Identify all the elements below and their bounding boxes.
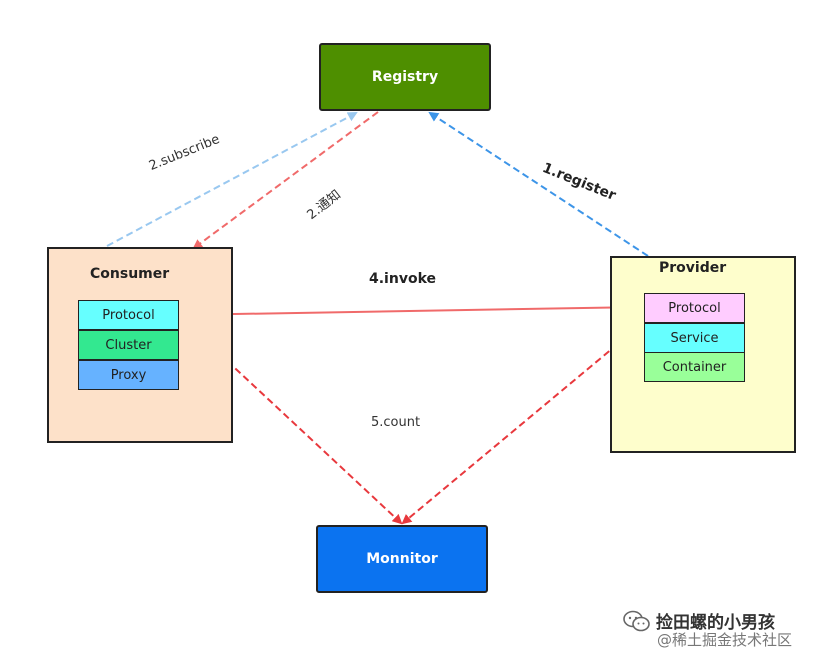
subscribe-arrow — [106, 112, 358, 247]
invoke-arrow — [178, 302, 643, 316]
count-arrow-provider — [401, 322, 644, 525]
registry-node: Registry — [319, 43, 491, 111]
watermark-author: 捡田螺的小男孩 — [656, 613, 775, 633]
count-label: 5.count — [371, 415, 421, 430]
consumer-title: Consumer — [90, 266, 170, 282]
registry-label: Registry — [371, 69, 439, 85]
consumer-node: Consumer Protocol Cluster Proxy — [47, 247, 233, 443]
notify-arrow — [192, 111, 379, 250]
provider-title: Provider — [659, 260, 727, 276]
invoke-label: 4.invoke — [369, 271, 436, 287]
consumer-protocol-layer: Protocol — [78, 300, 179, 330]
consumer-proxy-layer: Proxy — [78, 360, 179, 390]
provider-protocol-layer: Protocol — [644, 293, 745, 323]
register-arrow — [428, 111, 649, 257]
watermark-site: @稀土掘金技术社区 — [657, 631, 793, 649]
provider-service-layer: Service — [644, 323, 745, 353]
provider-node: Provider Protocol Service Container — [610, 256, 796, 453]
provider-container-layer: Container — [644, 352, 745, 382]
monitor-node: Monnitor — [316, 525, 488, 593]
consumer-cluster-layer: Cluster — [78, 330, 179, 360]
monitor-label: Monnitor — [366, 551, 438, 567]
wechat-icon — [623, 610, 650, 632]
